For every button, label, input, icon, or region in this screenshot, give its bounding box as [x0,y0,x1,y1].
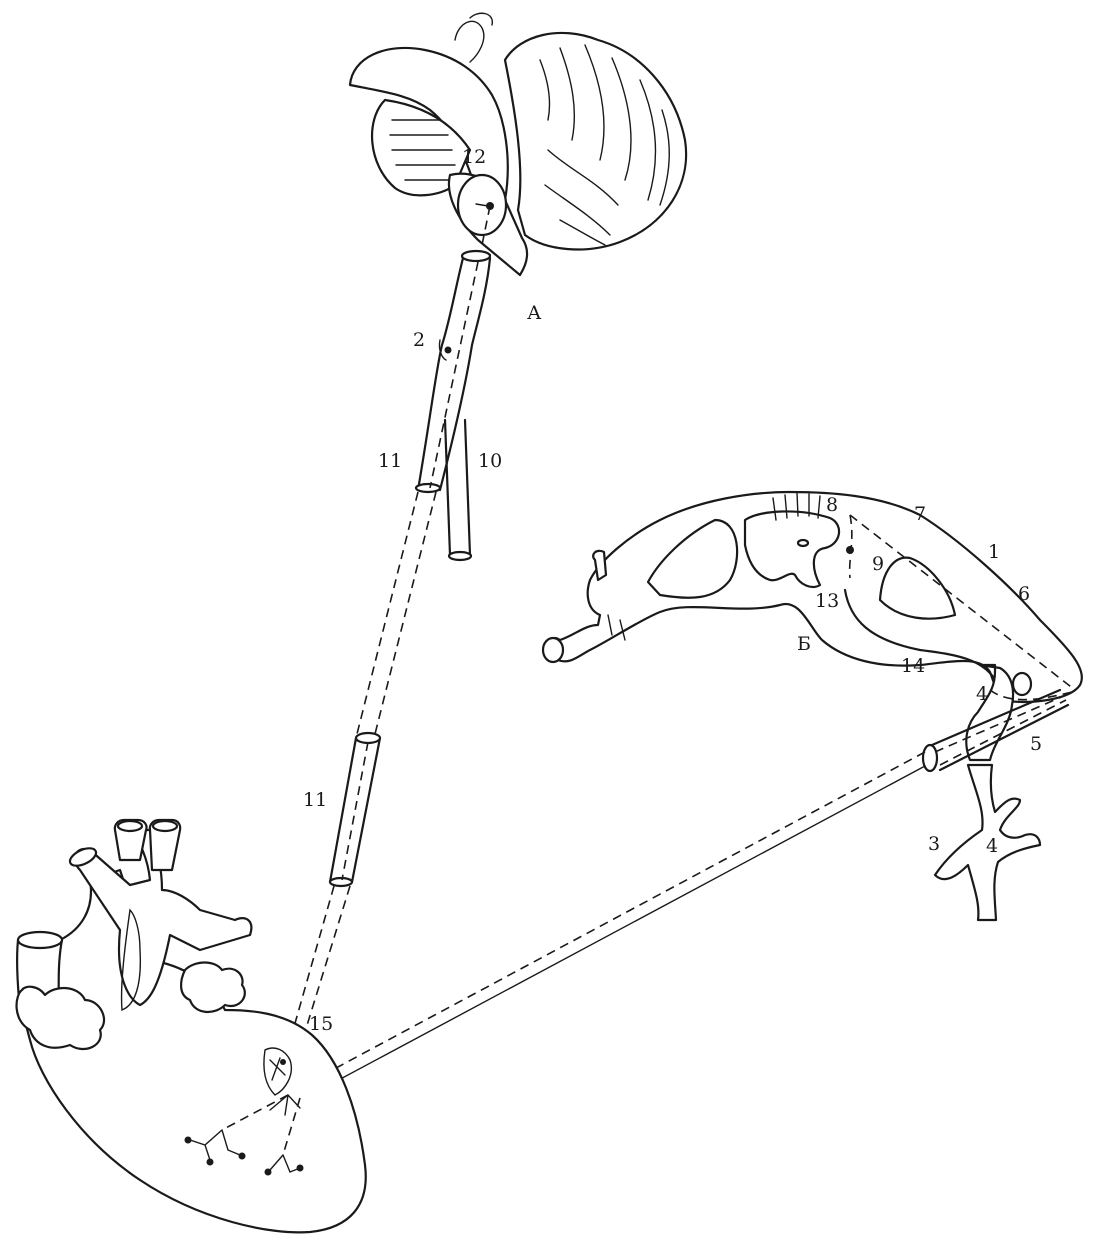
label-15: 15 [309,1013,333,1035]
label-12: 12 [462,146,486,168]
label-4-upper: 4 [976,683,988,705]
label-7: 7 [914,503,926,525]
label-8: 8 [826,494,838,516]
label-6: 6 [1018,583,1030,605]
label-10: 10 [478,450,502,472]
label-14: 14 [901,655,925,677]
label-9: 9 [872,553,884,575]
label-A: А [527,302,542,324]
vagus-nerve-trunk [416,251,490,560]
label-2: 2 [413,329,425,351]
vagal-fibers-to-heart [288,492,436,1048]
label-B: Б [797,633,811,655]
label-3: 3 [928,833,940,855]
label-13: 13 [815,590,839,612]
brainstem-cerebellum [350,13,686,275]
label-1: 1 [988,541,1000,563]
label-5: 5 [1030,733,1042,755]
label-11-lower: 11 [303,789,327,811]
label-11-upper: 11 [378,450,402,472]
label-4-lower: 4 [986,835,998,857]
